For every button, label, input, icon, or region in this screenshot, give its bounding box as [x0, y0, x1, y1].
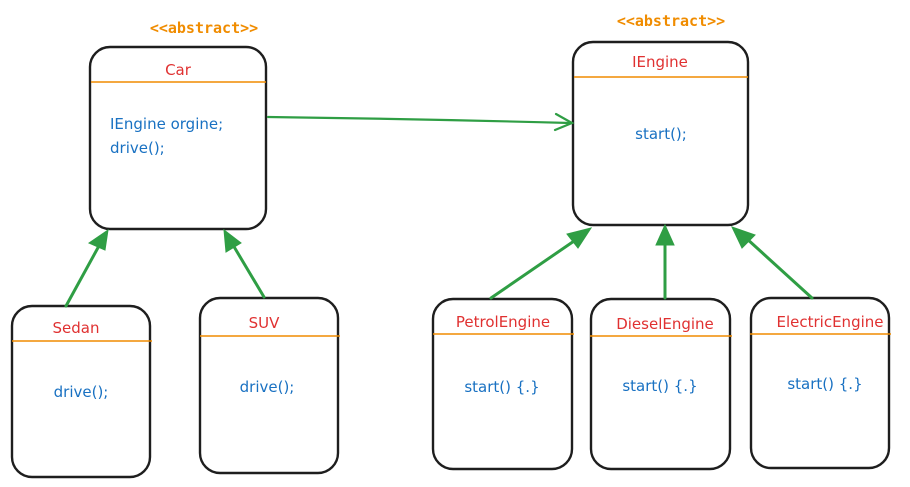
iengine-stereotype: <<abstract>>: [617, 12, 725, 30]
sedan-name: Sedan: [53, 319, 100, 337]
car-box: [88, 45, 268, 231]
class-diesel-engine[interactable]: DieselEngine start() {.}: [589, 297, 732, 471]
iengine-member-start: start();: [635, 125, 687, 143]
arrow-electric-to-iengine: [731, 226, 814, 300]
arrow-electric-iengine-line: [744, 236, 814, 300]
class-electric-engine[interactable]: ElectricEngine start() {.}: [749, 296, 891, 470]
iengine-name: IEngine: [632, 53, 688, 71]
car-member-drive: drive();: [110, 139, 165, 157]
arrow-suv-to-car: [223, 228, 266, 299]
class-sedan[interactable]: Sedan drive();: [10, 304, 152, 479]
class-car[interactable]: <<abstract>> Car IEngine orgine; drive()…: [88, 19, 268, 231]
petrol-name: PetrolEngine: [456, 313, 550, 331]
petrol-member-start: start() {.}: [464, 378, 539, 396]
iengine-box: [571, 40, 750, 227]
arrow-sedan-car-head: [87, 228, 109, 251]
car-name: Car: [165, 61, 192, 79]
arrow-diesel-iengine-head: [655, 223, 675, 246]
electric-name: ElectricEngine: [777, 313, 884, 331]
car-stereotype: <<abstract>>: [150, 19, 258, 37]
arrow-sedan-to-car: [64, 228, 109, 308]
arrow-petrol-iengine-head: [566, 227, 593, 249]
class-suv[interactable]: SUV drive();: [198, 296, 340, 475]
class-petrol-engine[interactable]: PetrolEngine start() {.}: [431, 297, 574, 471]
arrow-sedan-car-line: [64, 242, 102, 308]
arrow-car-iengine-head: [553, 112, 575, 132]
arrow-car-iengine-line: [266, 115, 572, 125]
diesel-name: DieselEngine: [616, 315, 714, 333]
class-iengine[interactable]: <<abstract>> IEngine start();: [571, 12, 750, 227]
suv-name: SUV: [249, 314, 281, 332]
arrow-petrol-to-iengine: [489, 227, 593, 300]
sedan-member-drive: drive();: [54, 383, 109, 401]
diesel-member-start: start() {.}: [622, 377, 697, 395]
sedan-box: [10, 304, 152, 479]
arrow-car-to-iengine: [266, 112, 575, 132]
arrow-electric-iengine-head: [731, 226, 756, 249]
arrow-suv-car-line: [231, 243, 266, 299]
suv-member-drive: drive();: [240, 378, 295, 396]
arrow-petrol-iengine-line: [489, 237, 579, 300]
arrow-diesel-to-iengine: [655, 223, 675, 300]
diesel-box: [589, 297, 732, 471]
petrol-box: [431, 297, 574, 471]
electric-box: [749, 296, 891, 470]
arrow-suv-car-head: [223, 228, 242, 253]
car-member-engine: IEngine orgine;: [110, 115, 223, 133]
electric-member-start: start() {.}: [787, 375, 862, 393]
suv-box: [198, 296, 340, 475]
